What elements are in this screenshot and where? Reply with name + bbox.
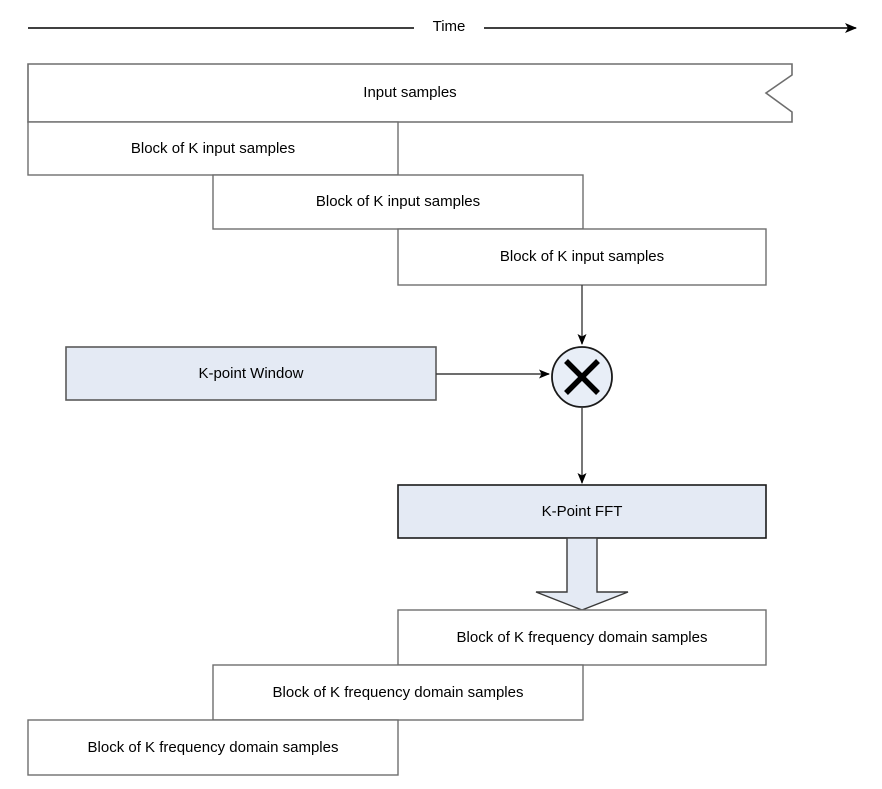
fft-box-label: K-Point FFT xyxy=(541,503,623,520)
multiply-x-stroke-2 xyxy=(564,359,600,395)
timeline-label: Time xyxy=(414,19,484,34)
block-arrow-fft-to-output xyxy=(535,537,629,611)
output-block-3-shape xyxy=(27,719,399,776)
output-block-1-shape xyxy=(397,609,767,666)
input-samples-label: Input samples xyxy=(363,84,457,101)
input-block-3-label: Block of K input samples xyxy=(499,248,665,265)
fft-box-shape xyxy=(397,484,767,539)
window-box-shape xyxy=(65,346,437,401)
input-block-1-shape xyxy=(27,121,399,176)
output-block-1-label: Block of K frequency domain samples xyxy=(456,629,708,646)
output-block-3-label: Block of K frequency domain samples xyxy=(87,739,339,756)
input-block-2-label: Block of K input samples xyxy=(315,193,481,210)
output-block-2-label: Block of K frequency domain samples xyxy=(272,684,524,701)
input-block-1-label: Block of K input samples xyxy=(130,140,296,157)
input-block-3-shape xyxy=(397,228,767,286)
window-box-label: K-point Window xyxy=(198,365,304,382)
output-block-2-shape xyxy=(212,664,584,721)
input-block-2-shape xyxy=(212,174,584,230)
